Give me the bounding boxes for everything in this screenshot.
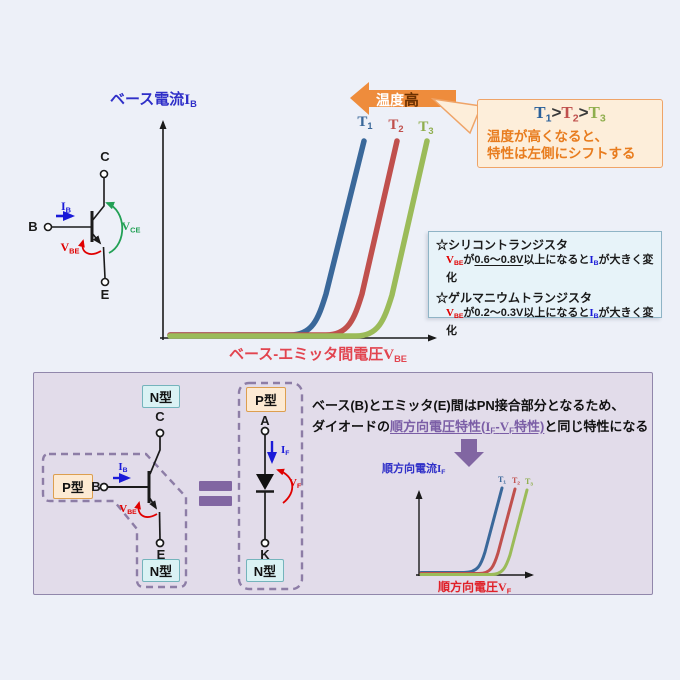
terminal-b: [43, 222, 53, 232]
forward-voltage-link: 順方向電圧特性(IF-VF特性): [390, 419, 545, 436]
curve-label-t3: T3: [418, 119, 434, 136]
diode-bottom-type-box: N型: [246, 559, 284, 582]
temperature-arrow: [350, 82, 456, 115]
mini-curve-label-t3: T3: [524, 477, 534, 488]
diode-dashed-outline: [237, 381, 304, 591]
npn-bottom-type-box: N型: [142, 559, 180, 582]
diode-vf-label: VF: [289, 477, 302, 491]
silicon-title: ☆シリコントランジスタ: [436, 238, 569, 252]
temperature-callout: T1>T2>T3 温度が高くなると、 特性は左側にシフトする: [477, 99, 663, 168]
note-line2: ダイオードの順方向電圧特性(IF-VF特性)と同じ特性になる: [312, 419, 649, 436]
diode-a-label: A: [260, 413, 270, 428]
mini-curve-label-t1: T1: [497, 475, 507, 486]
mini-curve-t2: [419, 487, 517, 575]
curve-t3: [167, 138, 430, 339]
germanium-title: ☆ゲルマニウムトランジスタ: [436, 291, 593, 306]
vce-arc-arrow: [105, 201, 124, 254]
note-line1: ベース(B)とエミッタ(E)間はPN接合部分となるため、: [312, 398, 625, 413]
terminal-e: [100, 277, 110, 287]
silicon-detail: VBEが0.6～0.8V以上になるとIBが大きく変化: [446, 254, 654, 285]
transistor-c-label: C: [100, 149, 110, 164]
curve-label-t1: T1: [357, 114, 373, 131]
threshold-infobox: ☆シリコントランジスタ VBEが0.6～0.8V以上になるとIBが大きく変化 ☆…: [428, 231, 662, 337]
terminal-c: [99, 169, 109, 179]
transistor-e-label: E: [100, 287, 110, 302]
terminal-a: [260, 426, 270, 436]
diode-k-label: K: [260, 547, 270, 562]
transistor-vce-label: VCE: [121, 219, 141, 235]
transistor-vbe-label: VBE: [60, 240, 80, 256]
mini-x-axis-label: 順方向電圧VF: [438, 580, 512, 596]
curve-label-t2: T2: [388, 117, 404, 134]
curve-t2: [167, 138, 400, 338]
y-axis-label: ベース電流IB: [110, 91, 197, 109]
mini-y-axis-label: 順方向電流IF: [382, 463, 446, 477]
terminal-k: [260, 538, 270, 548]
panel-terminal-c: [155, 428, 165, 438]
pn-junction-note: ベース(B)とエミッタ(E)間はPN接合部分となるため、 ダイオードの順方向電圧…: [312, 395, 657, 442]
panel-terminal-e: [155, 538, 165, 548]
down-arrow: [454, 439, 484, 467]
panel-vbe-label: VBE: [119, 503, 137, 517]
panel-transistor-symbol: [99, 428, 165, 548]
callout-line1: 温度が高くなると、: [487, 129, 608, 145]
vbe-arc-arrow: [78, 239, 102, 255]
npn-transistor-symbol: [43, 169, 110, 287]
panel-terminal-b: [99, 482, 109, 492]
diode-top-type-box: P型: [246, 387, 286, 412]
panel-b-label: B: [91, 479, 101, 494]
x-axis-label: ベース-エミッタ間電圧VBE: [228, 346, 408, 364]
mini-curve-t3: [419, 488, 529, 576]
diode-if-label: IF: [281, 444, 290, 458]
temperature-arrow-label: 温度高: [376, 92, 420, 109]
equals-sign: [199, 481, 232, 506]
npn-top-type-box: N型: [142, 385, 180, 408]
germanium-detail: VBEが0.2～0.3V以上になるとIBが大きく変化: [446, 307, 654, 338]
mini-curve-label-t2: T2: [511, 476, 521, 487]
diode-symbol: [256, 426, 274, 548]
panel-c-label: C: [155, 409, 165, 424]
panel-ib-label: IB: [118, 461, 128, 475]
mini-curve-t1: [419, 486, 504, 574]
npn-base-type-box: P型: [53, 474, 93, 499]
callout-pointer: [430, 97, 483, 135]
vf-arc-arrow: [276, 468, 294, 504]
callout-line2: 特性は左側にシフトする: [487, 146, 636, 162]
callout-relation: T1>T2>T3: [534, 103, 606, 125]
npn-be-dashed-outline: [41, 452, 188, 589]
curve-t1: [167, 138, 367, 338]
panel-vbe-arc-arrow: [134, 501, 158, 518]
panel-e-label: E: [156, 547, 166, 562]
transistor-ib-label: IB: [60, 199, 72, 215]
transistor-b-label: B: [28, 219, 38, 234]
